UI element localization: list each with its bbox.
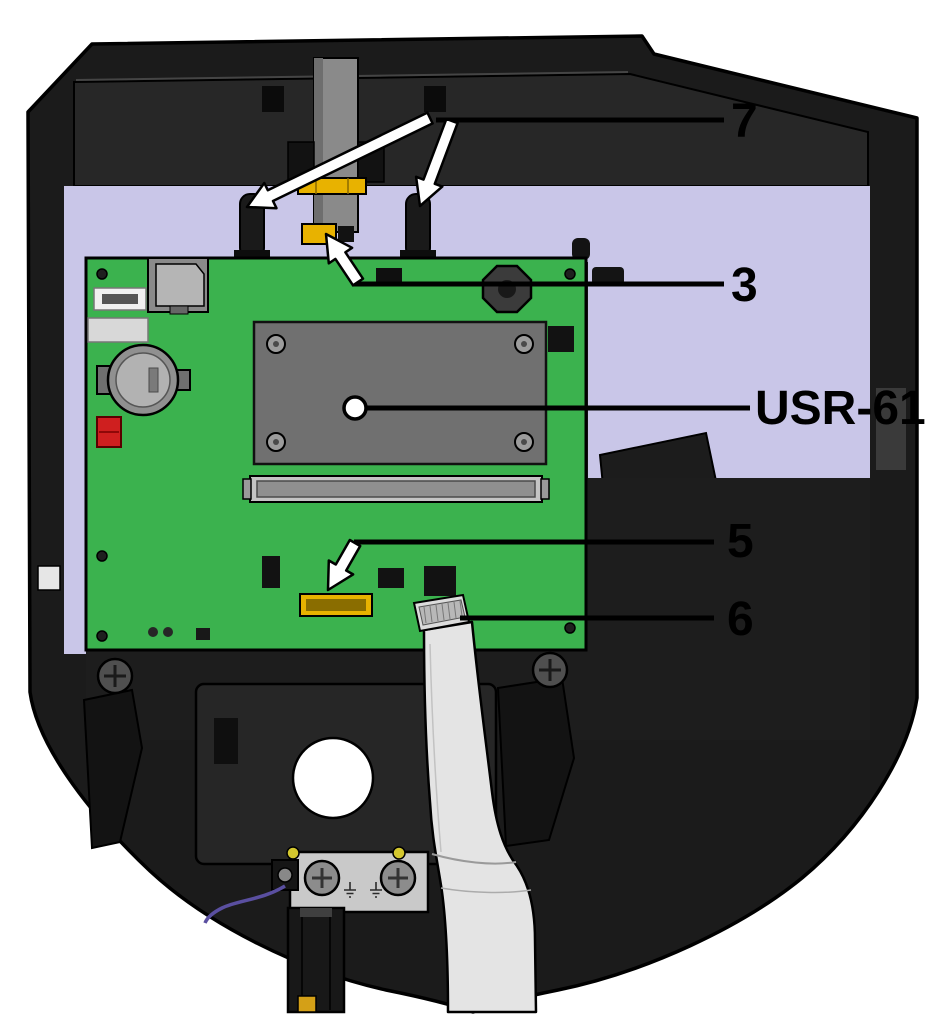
- battery-holder-slot: [148, 367, 159, 393]
- top-face-notch-left: [262, 86, 284, 112]
- card-edge-cap-left: [242, 478, 252, 500]
- ribbon-cable-body: [422, 620, 538, 1014]
- ic-chip-bottom-b: [424, 566, 456, 596]
- sd-card-latch: [169, 305, 189, 315]
- coin-battery-inner: [115, 352, 171, 408]
- interior-purple-backing: [64, 186, 870, 654]
- pcb-pad: [148, 627, 158, 637]
- ground-symbol-right: [370, 882, 382, 898]
- bottom-bracket-assembly: [203, 846, 430, 1014]
- ffc-connector-5-slot: [306, 599, 366, 611]
- callout-marker-usr61: [342, 395, 368, 421]
- bracket-screw-left: [303, 859, 341, 897]
- ribbon-crease-lower: [440, 887, 532, 894]
- callout-label-clip: 3: [731, 259, 758, 312]
- pcb-hole: [564, 622, 576, 634]
- wire-lug-right: [392, 846, 406, 860]
- pcb-label-lower: [87, 317, 149, 343]
- callout-label-posts: 7: [731, 95, 758, 148]
- pcb-hole: [96, 268, 108, 280]
- purple-right-region: [588, 262, 870, 478]
- ic-chip-top: [376, 268, 402, 284]
- ribbon-crease-upper: [431, 853, 517, 865]
- bracket-screw-right: [379, 859, 417, 897]
- ribbon-cable: [412, 593, 538, 1014]
- ic-chip-vertical: [262, 556, 280, 588]
- module-screw-top-left: [266, 334, 286, 354]
- bracket-gray-shade: [314, 58, 323, 232]
- pcb-components: [87, 257, 574, 640]
- pcb-small-chip: [196, 628, 210, 640]
- bracket-black-tab: [338, 226, 354, 242]
- chassis-screw-left: [96, 657, 134, 695]
- purple-top-strip: [64, 186, 870, 262]
- pcb-hole: [96, 550, 108, 562]
- screw-cross: [104, 665, 126, 687]
- callout-arrow-3: [324, 232, 365, 287]
- ic-chip-bottom-a: [378, 568, 404, 588]
- printhead-bracket: [287, 57, 385, 245]
- right-purple-component: [592, 267, 624, 285]
- purple-wire: [203, 884, 286, 924]
- pcb-pad: [163, 627, 173, 637]
- sd-card: [155, 263, 205, 307]
- spindle-hole: [291, 736, 375, 820]
- sensor-box-seams: [301, 910, 331, 1010]
- usr61-module: [252, 320, 548, 466]
- ribbon-connector-pins: [423, 600, 463, 624]
- pcb-label-upper-print: [102, 294, 138, 304]
- callout-label-connector-5: 5: [727, 515, 754, 568]
- panel-slot-left: [214, 718, 238, 764]
- callouts: 7 3 USR-61 5 6: [245, 95, 926, 646]
- callout-label-usr61-module: USR-61: [755, 382, 926, 435]
- wire-terminal-block: [271, 859, 299, 891]
- callout-label-ribbon-connector: 6: [727, 593, 754, 646]
- module-screw-bottom-left: [266, 432, 286, 452]
- ic-chip-right: [548, 326, 574, 352]
- alignment-post-right: [405, 193, 431, 259]
- sensor-box-cap: [300, 908, 332, 917]
- sensor-box-contact: [297, 995, 317, 1013]
- alignment-posts: [234, 193, 590, 260]
- module-screw-top-right: [514, 334, 534, 354]
- chassis-screw-right: [531, 651, 569, 689]
- card-edge-cap-right: [540, 478, 550, 500]
- ribbon-edge-shade: [429, 643, 442, 853]
- module-screw-bottom-right: [514, 432, 534, 452]
- left-wall-notch: [37, 565, 61, 591]
- pcb-hole: [96, 630, 108, 642]
- screw-cross: [539, 659, 561, 681]
- callout-arrow-5: [326, 538, 362, 592]
- card-edge-connector-slot: [256, 480, 536, 498]
- post-foot-left: [234, 250, 270, 260]
- ground-symbol-left: [344, 882, 356, 898]
- callout-arrow-7-right: [414, 117, 459, 208]
- terminal-screw: [277, 867, 293, 883]
- right-wall-recess: [876, 388, 906, 470]
- purple-left-sliver: [64, 262, 88, 654]
- post-stub-far-right: [572, 238, 590, 260]
- pcb-hole: [564, 268, 576, 280]
- wire-lug-left: [286, 846, 300, 860]
- callout-arrow-7-left: [245, 111, 434, 210]
- top-face-notch-right: [424, 86, 446, 112]
- post-foot-right: [400, 250, 436, 260]
